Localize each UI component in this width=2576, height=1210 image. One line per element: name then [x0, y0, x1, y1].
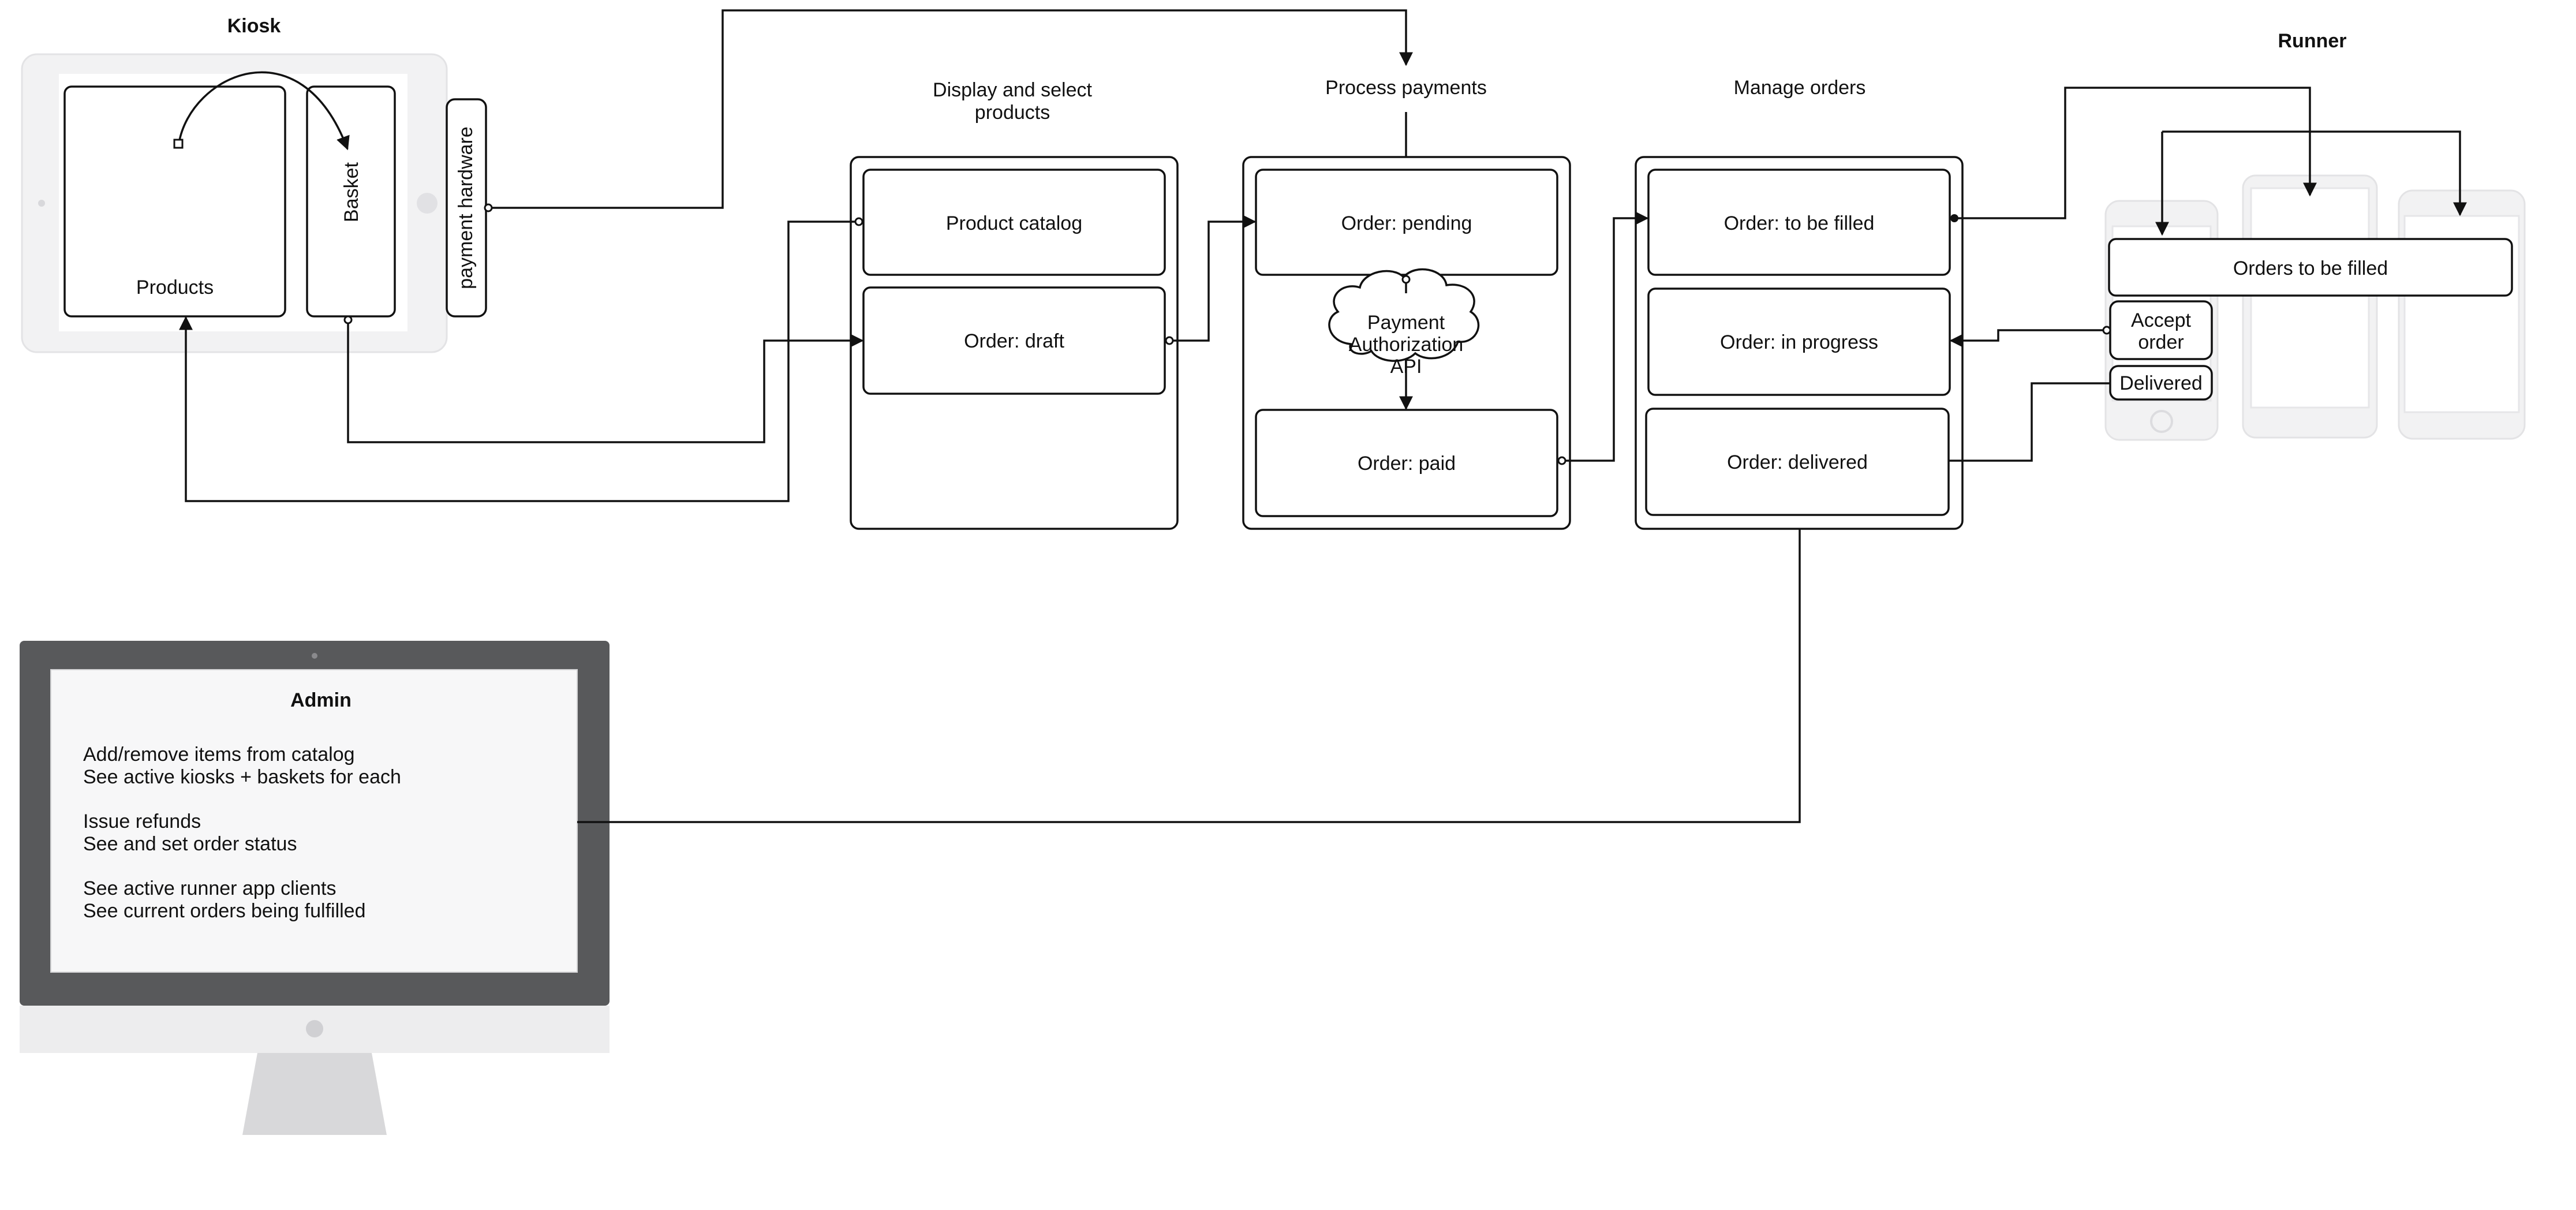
port-paid: [1557, 456, 1566, 465]
drag-start-handle: [173, 139, 184, 149]
wire-to-be-filled-to-phone-2: [1954, 87, 2317, 219]
runner-title: Runner: [2278, 30, 2347, 52]
port-hardware: [484, 203, 493, 212]
admin-line-6: See current orders being fulfilled: [83, 900, 366, 922]
admin-line-4: See and set order status: [83, 833, 297, 855]
order-delivered-box[interactable]: [1645, 408, 1950, 516]
products-label: Products: [136, 277, 214, 298]
order-in-progress-label: Order: in progress: [1720, 331, 1878, 353]
order-draft-label: Order: draft: [964, 330, 1064, 352]
admin-monitor-stand: [242, 1053, 387, 1135]
order-delivered-label: Order: delivered: [1727, 451, 1868, 473]
kiosk-title: Kiosk: [227, 15, 281, 37]
order-paid-label: Order: paid: [1358, 453, 1456, 475]
admin-monitor-logo: [306, 1020, 323, 1037]
orders-to-be-filled-label: Orders to be filled: [2233, 257, 2388, 279]
wire-delivered-to-order-delivered: [1949, 382, 2110, 462]
runner-phone-1-home-button: [2150, 410, 2173, 433]
admin-screen: [50, 669, 578, 973]
order-pending-label: Order: pending: [1341, 212, 1472, 234]
display-heading-line2: products: [975, 102, 1050, 124]
accept-order-line2: order: [2138, 331, 2184, 353]
admin-line-5: See active runner app clients: [83, 877, 336, 899]
payments-heading: Process payments: [1325, 77, 1487, 99]
runner-phone-2-screen: [2250, 187, 2370, 409]
wire-admin-to-orders: [577, 529, 1801, 823]
port-to-be-filled: [1950, 214, 1958, 222]
accept-order-line1: Accept: [2131, 309, 2191, 331]
tablet-home-button: [417, 193, 438, 214]
admin-group: Admin Add/remove items from catalog See …: [20, 641, 610, 1135]
orders-to-be-filled-box[interactable]: [2108, 238, 2513, 297]
product-catalog-label: Product catalog: [946, 212, 1082, 234]
tablet-camera: [38, 200, 45, 207]
drag-to-basket-arrow: [178, 71, 350, 151]
display-heading-line1: Display and select: [933, 79, 1092, 101]
runner-group: Runner Orders to be filled Accept order …: [2104, 30, 2526, 441]
port-pending: [1401, 275, 1411, 284]
port-catalog: [854, 217, 863, 226]
order-to-be-filled-label: Order: to be filled: [1724, 212, 1875, 234]
product-catalog-box[interactable]: [862, 169, 1166, 276]
port-basket: [343, 315, 353, 324]
port-draft: [1165, 336, 1174, 345]
payment-api-line2: Authorization: [1349, 334, 1463, 356]
admin-line-3: Issue refunds: [83, 811, 201, 832]
basket-panel[interactable]: [306, 85, 396, 318]
wire-to-phone-3: [2162, 130, 2467, 216]
orders-heading: Manage orders: [1734, 77, 1866, 99]
wire-paid-to-to-be-filled: [1562, 211, 1649, 462]
wire-accept-to-in-progress: [1949, 329, 2106, 348]
admin-line-1: Add/remove items from catalog: [83, 744, 355, 765]
wire-catalog-to-products: [179, 221, 857, 502]
payments-section: Order: pending Payment Authorization API…: [1242, 156, 1571, 530]
basket-label: Basket: [341, 162, 362, 222]
wire-basket-to-draft: [347, 321, 864, 443]
admin-title: Admin: [290, 689, 352, 711]
products-panel[interactable]: [63, 85, 286, 318]
admin-line-2: See active kiosks + baskets for each: [83, 766, 401, 788]
wire-draft-to-pending: [1169, 215, 1257, 342]
payment-api-line1: Payment: [1367, 312, 1445, 334]
admin-monitor-camera: [312, 653, 317, 659]
connectors: [179, 9, 2467, 823]
kiosk-group: Kiosk Products Basket payment hardware: [21, 15, 487, 353]
display-section: Product catalog Order: draft: [850, 156, 1179, 530]
payment-api-cloud: [1328, 268, 1480, 362]
port-accept: [2102, 326, 2111, 335]
orders-section: Order: to be filled Order: in progress O…: [1635, 156, 1964, 530]
delivered-button-label: Delivered: [2119, 372, 2203, 394]
wire-hardware-to-payments: [486, 9, 1413, 209]
payment-hardware-label: payment hardware: [455, 126, 477, 289]
